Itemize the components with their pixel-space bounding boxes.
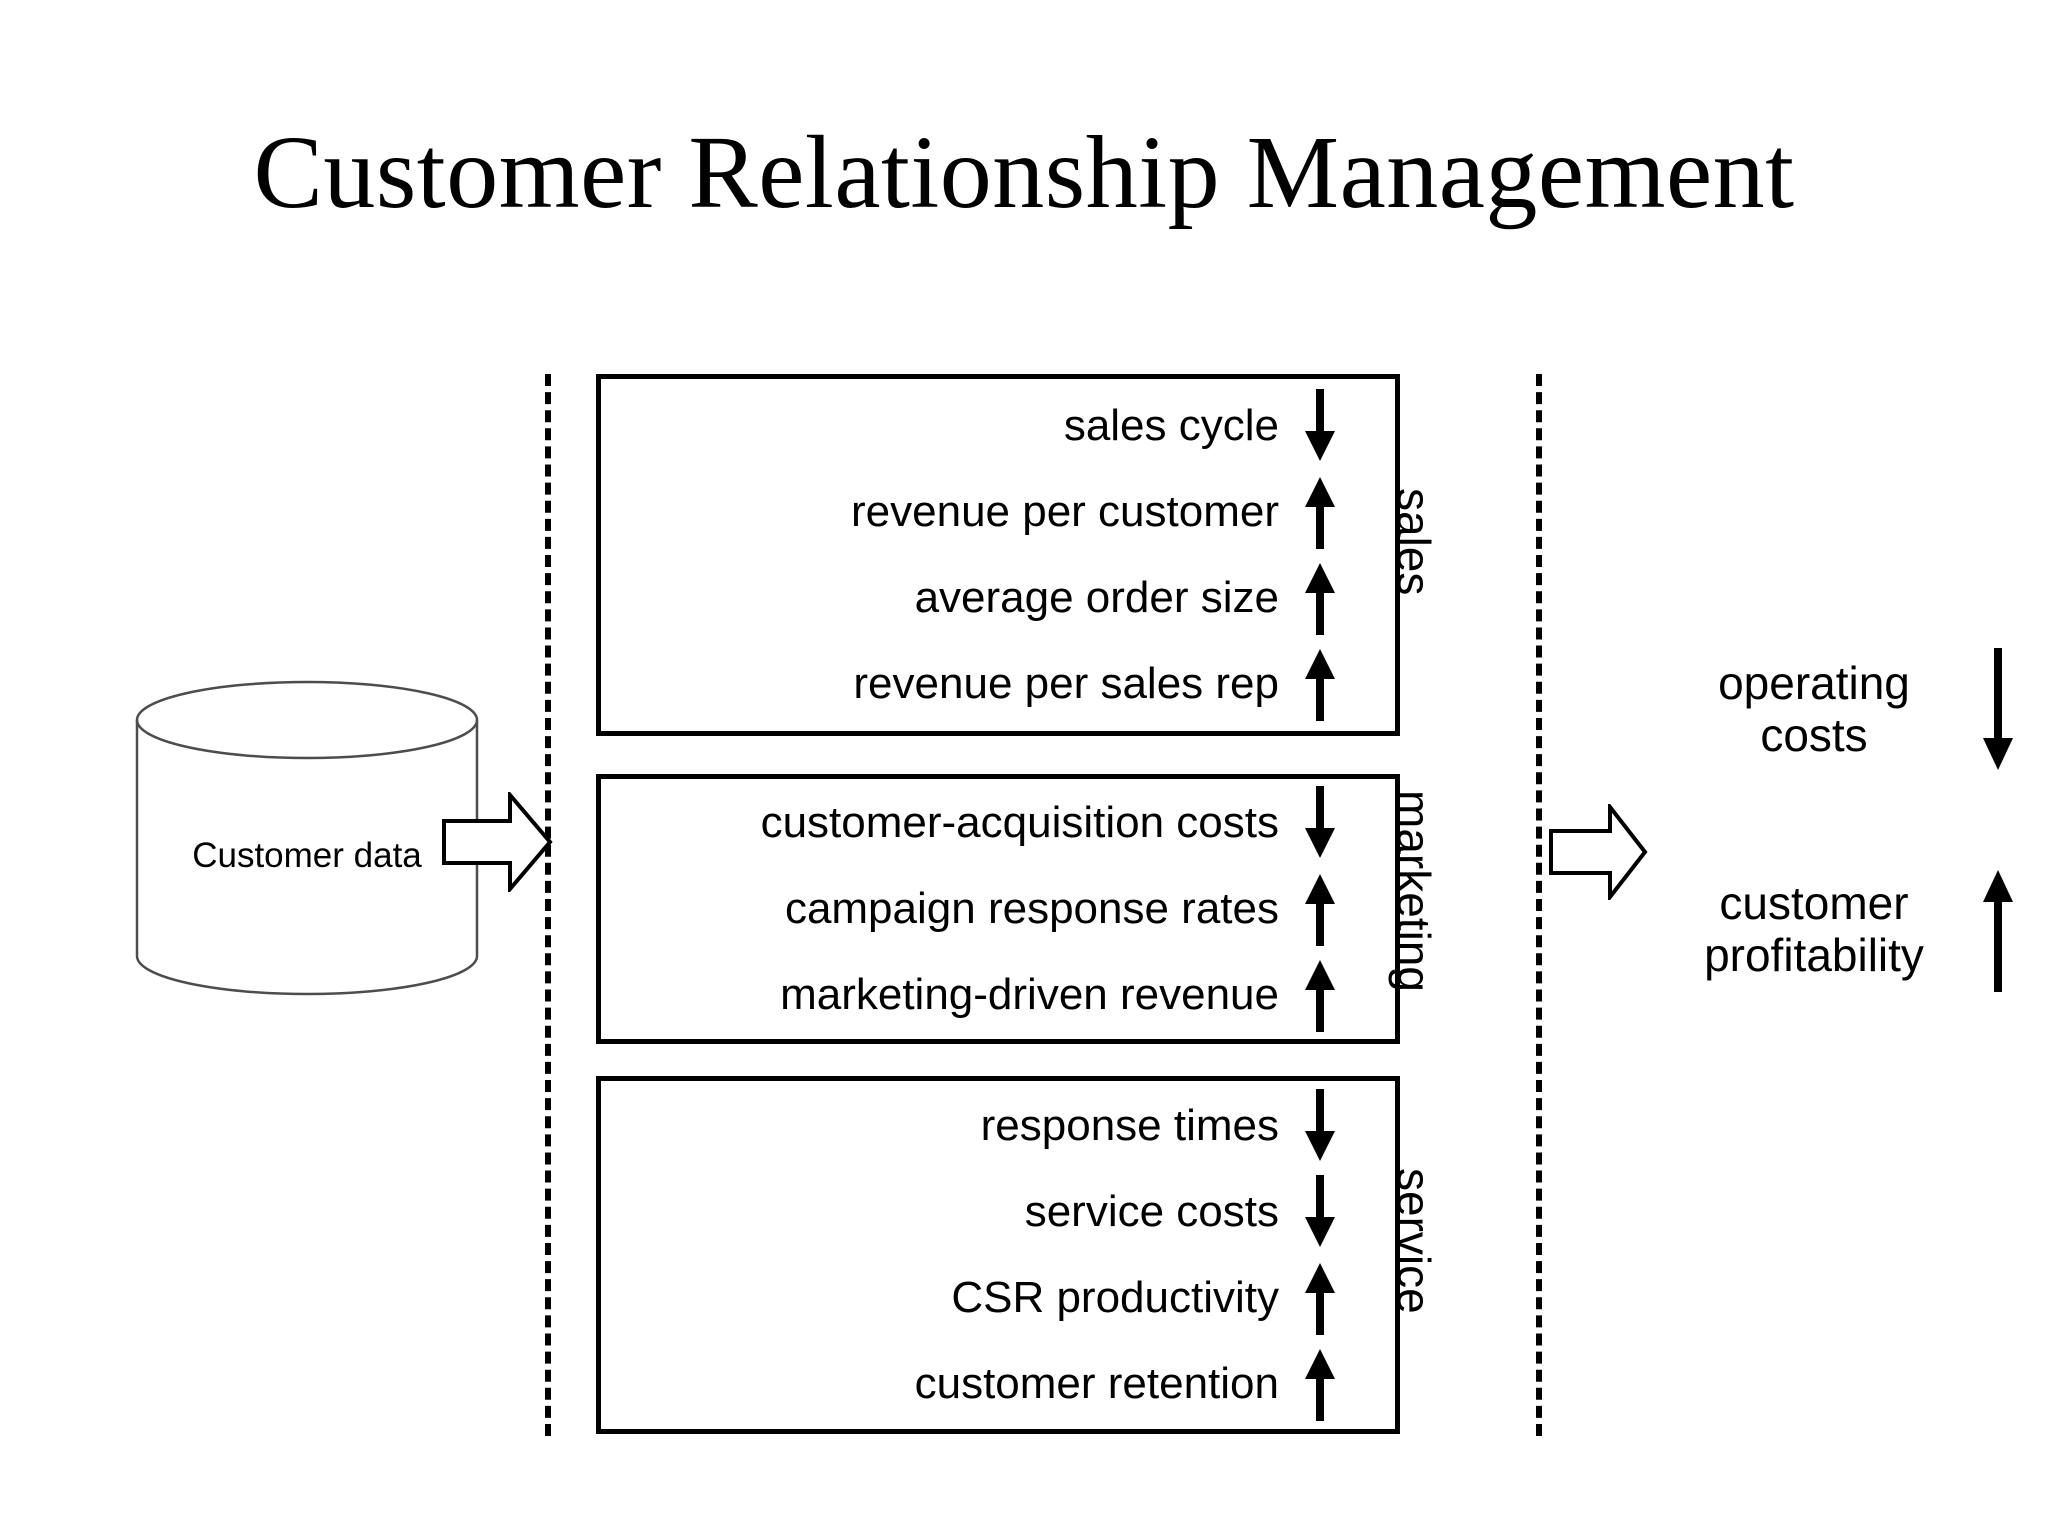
metric-list-marketing: customer-acquisition costs campaign resp… [601, 779, 1395, 1039]
trend-down-icon [1968, 648, 2028, 772]
metric-label: marketing-driven revenue [780, 970, 1279, 1019]
metric-label: revenue per customer [851, 487, 1279, 536]
metric-row: revenue per customer [601, 469, 1395, 555]
metric-row: marketing-driven revenue [601, 952, 1395, 1038]
metric-row: response times [601, 1083, 1395, 1169]
trend-up-icon [1293, 561, 1347, 635]
group-label-marketing: marketing [1388, 790, 1440, 992]
metric-label: revenue per sales rep [853, 659, 1279, 708]
metric-row: sales cycle [601, 383, 1395, 469]
metric-label: sales cycle [1063, 401, 1279, 450]
flow-arrow-right-outcomes-icon [1548, 801, 1648, 903]
function-box-service: response times service costs CSR product… [596, 1076, 1400, 1434]
trend-up-icon [1293, 475, 1347, 549]
trend-up-icon [1293, 958, 1347, 1032]
outcome-operating-costs: operating costs [1660, 648, 2028, 772]
trend-up-icon [1293, 1347, 1347, 1421]
trend-down-icon [1293, 786, 1347, 860]
metric-row: revenue per sales rep [601, 641, 1395, 727]
trend-up-icon [1293, 647, 1347, 721]
metric-label: customer-acquisition costs [760, 798, 1279, 847]
metric-row: CSR productivity [601, 1255, 1395, 1341]
metric-label: campaign response rates [784, 884, 1279, 933]
trend-up-icon [1968, 868, 2028, 992]
outcome-label-line2: costs [1760, 709, 1868, 761]
group-label-sales: sales [1388, 488, 1440, 596]
trend-down-icon [1293, 1175, 1347, 1249]
metric-row: campaign response rates [601, 866, 1395, 952]
function-box-sales: sales cycle revenue per customer average… [596, 374, 1400, 736]
metric-row: average order size [601, 555, 1395, 641]
page-title: Customer Relationship Management [253, 115, 1795, 230]
outcome-label: operating costs [1660, 658, 1968, 761]
boundary-line-left [545, 374, 551, 1436]
boundary-line-right [1536, 374, 1542, 1436]
metric-row: service costs [601, 1169, 1395, 1255]
outcome-label-line1: operating [1718, 657, 1910, 710]
metric-label: customer retention [914, 1359, 1279, 1408]
customer-data-label: Customer data [192, 836, 422, 875]
trend-up-icon [1293, 1261, 1347, 1335]
flow-arrow-right-icon [441, 789, 553, 895]
trend-down-icon [1293, 1089, 1347, 1163]
trend-down-icon [1293, 389, 1347, 463]
metric-label: average order size [914, 573, 1279, 622]
customer-data-cylinder [135, 680, 479, 996]
function-box-marketing: customer-acquisition costs campaign resp… [596, 774, 1400, 1044]
metric-row: customer retention [601, 1341, 1395, 1427]
outcome-label: customer profitability [1660, 878, 1968, 981]
trend-up-icon [1293, 872, 1347, 946]
database-cylinder-icon [135, 680, 479, 996]
metric-list-service: response times service costs CSR product… [601, 1081, 1395, 1429]
outcome-label-line2: profitability [1704, 929, 1924, 981]
metric-label: response times [980, 1101, 1279, 1150]
group-label-service: service [1388, 1168, 1440, 1314]
outcome-customer-profitability: customer profitability [1660, 868, 2028, 992]
metric-label: CSR productivity [951, 1273, 1279, 1322]
metric-row: customer-acquisition costs [601, 780, 1395, 866]
metric-list-sales: sales cycle revenue per customer average… [601, 379, 1395, 731]
outcome-label-line1: customer [1719, 877, 1909, 930]
metric-label: service costs [1024, 1187, 1279, 1236]
